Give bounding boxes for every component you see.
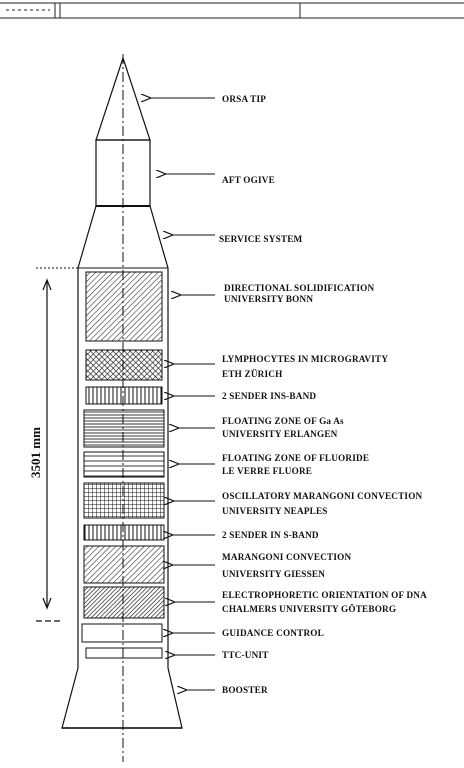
label-sender-s-band: 2 SENDER IN S-BAND — [222, 530, 319, 540]
label-sender-ins-band: 2 SENDER INS-BAND — [222, 391, 316, 401]
module-electrophoretic — [83, 586, 165, 619]
label-le-verre-fluore: LE VERRE FLUORE — [222, 466, 312, 476]
payload-modules — [81, 271, 165, 659]
label-oscillatory-marangoni: OSCILLATORY MARANGONI CONVECTION — [222, 491, 423, 501]
label-electrophoretic: ELECTROPHORETIC ORIENTATION OF DNA — [222, 590, 427, 600]
label-ttc-unit: TTC-UNIT — [222, 650, 269, 660]
callout-arrows — [150, 98, 215, 690]
label-aft-ogive: AFT OGIVE — [222, 175, 275, 185]
label-chalmers-goteborg: CHALMERS UNIVERSITY GÖTEBORG — [222, 604, 396, 614]
label-floating-zone-fluoride: FLOATING ZONE OF FLUORIDE — [222, 453, 369, 463]
label-university-bonn: UNIVERSITY BONN — [224, 294, 313, 304]
module-lymphocytes — [85, 349, 163, 381]
label-university-giessen: UNIVERSITY GIESSEN — [222, 569, 325, 579]
service-taper — [77, 205, 169, 269]
module-floating-zone-gaas — [83, 409, 165, 448]
module-ttc-unit — [85, 647, 163, 659]
module-sender-ins-band — [85, 386, 163, 405]
module-directional-solidification — [85, 271, 163, 342]
label-university-erlangen: UNIVERSITY ERLANGEN — [222, 429, 338, 439]
dimension-indicator — [36, 267, 78, 622]
callout-labels: ORSA TIP AFT OGIVE SERVICE SYSTEM DIRECT… — [219, 94, 427, 695]
module-sender-s-band — [83, 524, 165, 541]
label-lymphocytes: LYMPHOCYTES IN MICROGRAVITY — [222, 354, 388, 364]
label-university-neaples: UNIVERSITY NEAPLES — [222, 506, 328, 516]
module-floating-zone-fluoride — [83, 451, 165, 478]
module-guidance-control — [81, 623, 163, 643]
label-orsa-tip: ORSA TIP — [222, 94, 266, 104]
booster-section — [61, 667, 183, 729]
label-directional-solidification: DIRECTIONAL SOLIDIFICATION — [224, 283, 374, 293]
label-guidance-control: GUIDANCE CONTROL — [222, 628, 324, 638]
top-border-strip — [0, 2, 464, 19]
module-marangoni-convection — [83, 545, 165, 584]
label-booster: BOOSTER — [222, 685, 268, 695]
label-marangoni-convection: MARANGONI CONVECTION — [222, 552, 351, 562]
module-oscillatory-marangoni — [83, 482, 165, 519]
label-service-system: SERVICE SYSTEM — [219, 234, 303, 244]
dimension-label: 3501 mm — [28, 427, 43, 478]
label-floating-zone-gaas: FLOATING ZONE OF Ga As — [222, 416, 344, 426]
label-eth-zurich: ETH ZÜRICH — [222, 369, 282, 379]
